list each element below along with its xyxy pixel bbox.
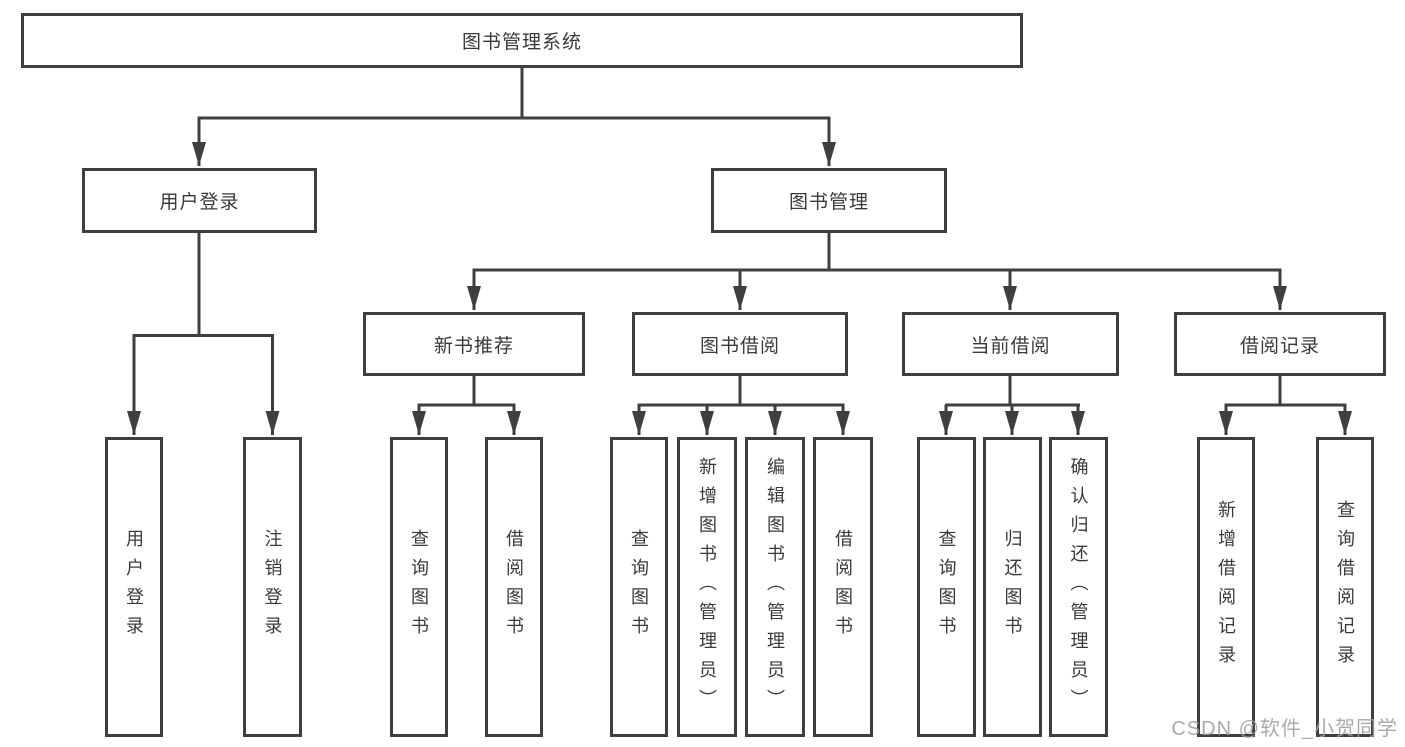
node-current-borrowing: 当前借阅 <box>902 312 1119 376</box>
leaf-label: 查询图书 <box>409 529 429 645</box>
leaf-user-login: 用户登录 <box>105 437 163 737</box>
leaf-label: 用户登录 <box>124 529 144 645</box>
leaf-confirm-return-admin: 确认归还（管理员） <box>1049 437 1108 737</box>
leaf-logout: 注销登录 <box>243 437 302 737</box>
csdn-watermark: CSDN @软件_小贺同学 <box>1171 718 1398 740</box>
leaf-query-books-borrowing: 查询图书 <box>610 437 668 737</box>
node-book-borrowing: 图书借阅 <box>632 312 848 376</box>
node-label: 用户登录 <box>159 192 240 213</box>
leaf-label: 新增图书（管理员） <box>697 456 717 718</box>
leaf-label: 新增借阅记录 <box>1216 500 1236 674</box>
node-label: 借阅记录 <box>1239 335 1320 357</box>
node-new-book-recommend: 新书推荐 <box>363 312 585 376</box>
leaf-query-borrow-record: 查询借阅记录 <box>1316 437 1374 737</box>
node-label: 图书借阅 <box>699 335 780 357</box>
node-label: 图书管理系统 <box>461 32 582 53</box>
leaf-label: 借阅图书 <box>504 529 524 645</box>
leaf-query-books-recommend: 查询图书 <box>390 437 448 737</box>
node-root-library-management-system: 图书管理系统 <box>21 13 1023 68</box>
node-book-management: 图书管理 <box>711 168 947 233</box>
leaf-label: 借阅图书 <box>833 529 853 645</box>
leaf-label: 确认归还（管理员） <box>1068 456 1089 718</box>
leaf-edit-books-admin: 编辑图书（管理员） <box>745 437 805 737</box>
leaf-add-borrow-record: 新增借阅记录 <box>1197 437 1255 737</box>
node-label: 图书管理 <box>788 192 869 213</box>
leaf-return-books: 归还图书 <box>983 437 1042 737</box>
leaf-label: 注销登录 <box>262 529 283 645</box>
leaf-label: 查询借阅记录 <box>1335 500 1355 674</box>
node-user-login: 用户登录 <box>82 168 317 233</box>
leaf-label: 归还图书 <box>1002 529 1023 645</box>
leaf-add-books-admin: 新增图书（管理员） <box>677 437 737 737</box>
node-label: 新书推荐 <box>433 335 514 357</box>
leaf-label: 编辑图书（管理员） <box>765 456 785 718</box>
leaf-borrow-books-borrowing: 借阅图书 <box>813 437 873 737</box>
leaf-borrow-books-recommend: 借阅图书 <box>485 437 543 737</box>
node-label: 当前借阅 <box>970 335 1051 357</box>
leaf-query-books-current: 查询图书 <box>917 437 976 737</box>
node-borrowing-records: 借阅记录 <box>1174 312 1386 376</box>
leaf-label: 查询图书 <box>629 529 649 645</box>
leaf-label: 查询图书 <box>936 529 957 645</box>
